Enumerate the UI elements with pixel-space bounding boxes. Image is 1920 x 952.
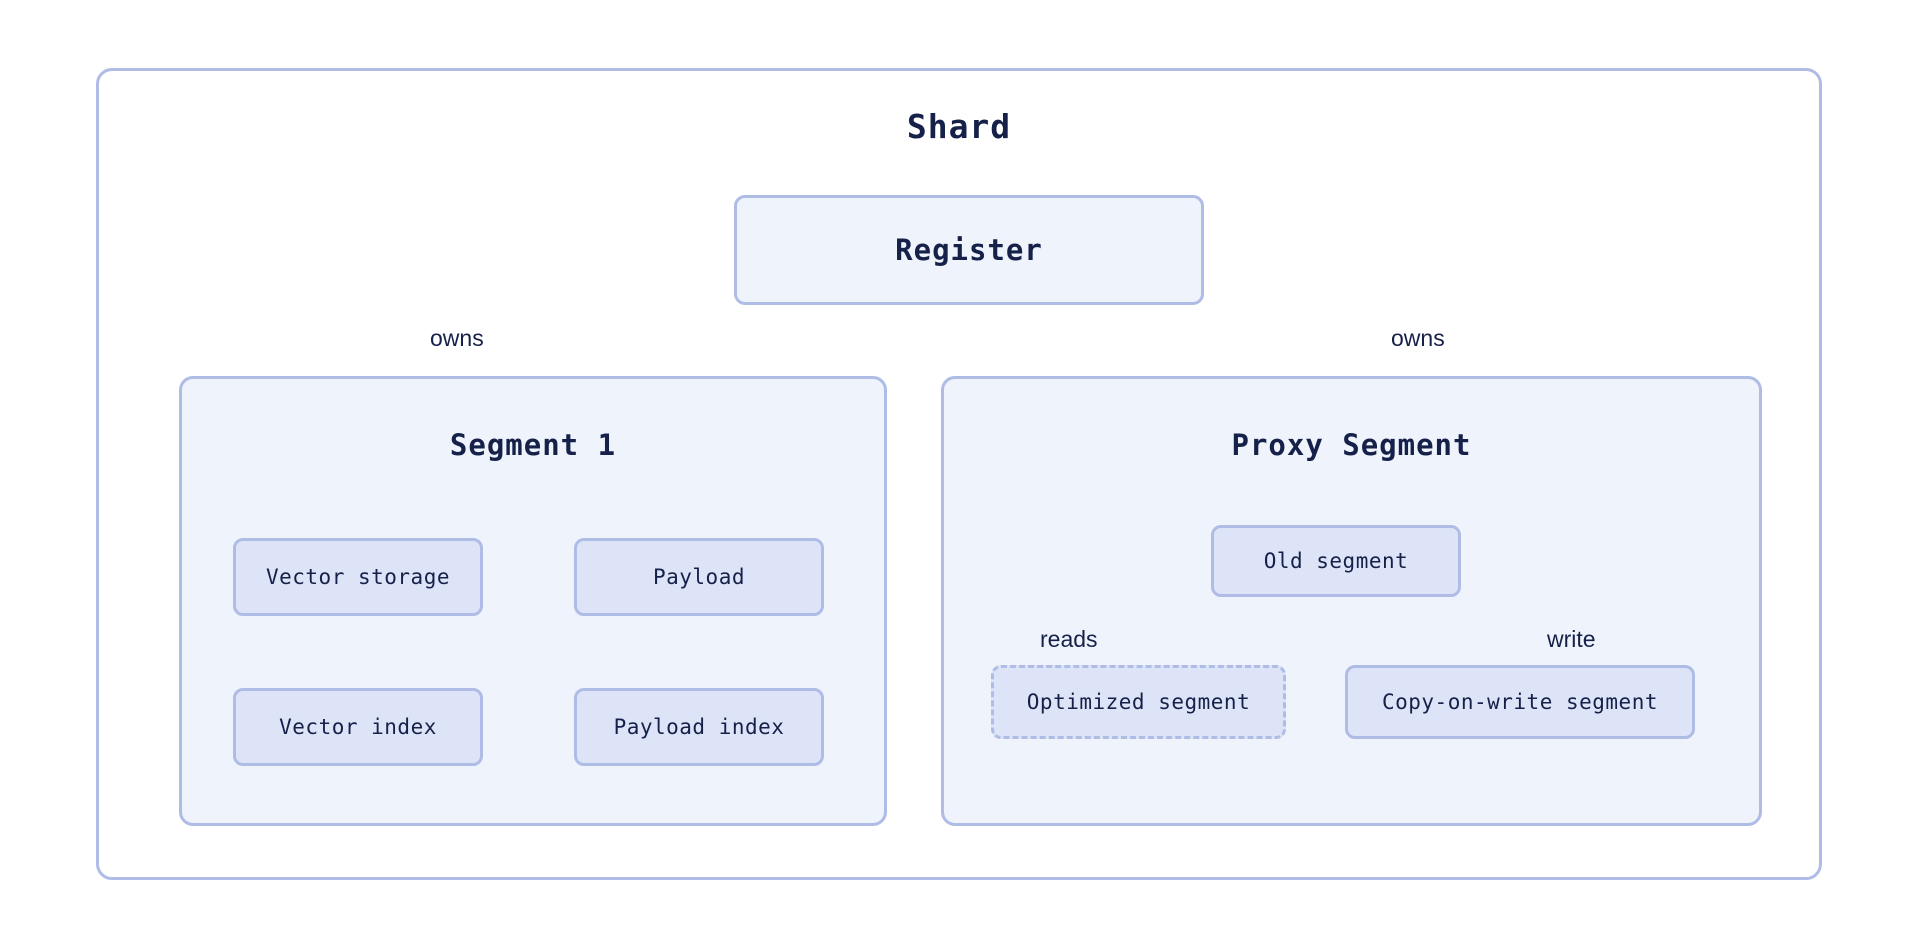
node-old-segment[interactable]: Old segment xyxy=(1211,525,1461,597)
node-payload-index[interactable]: Payload index xyxy=(574,688,824,766)
node-optimized-segment[interactable]: Optimized segment xyxy=(991,665,1286,739)
panel-proxy-segment: Proxy Segment xyxy=(941,376,1762,826)
edge-label-reads: reads xyxy=(1040,626,1098,652)
node-vector-storage[interactable]: Vector storage xyxy=(233,538,483,616)
edge-label-owns-right: owns xyxy=(1391,325,1445,351)
node-vector-index[interactable]: Vector index xyxy=(233,688,483,766)
edge-label-owns-left: owns xyxy=(430,325,484,351)
shard-title: Shard xyxy=(906,107,1012,146)
node-register[interactable]: Register xyxy=(734,195,1204,305)
panel-segment-1-title: Segment 1 xyxy=(449,428,617,462)
panel-proxy-segment-title: Proxy Segment xyxy=(1231,428,1472,462)
edge-label-write: write xyxy=(1547,626,1596,652)
node-payload[interactable]: Payload xyxy=(574,538,824,616)
node-copy-on-write-segment[interactable]: Copy-on-write segment xyxy=(1345,665,1695,739)
